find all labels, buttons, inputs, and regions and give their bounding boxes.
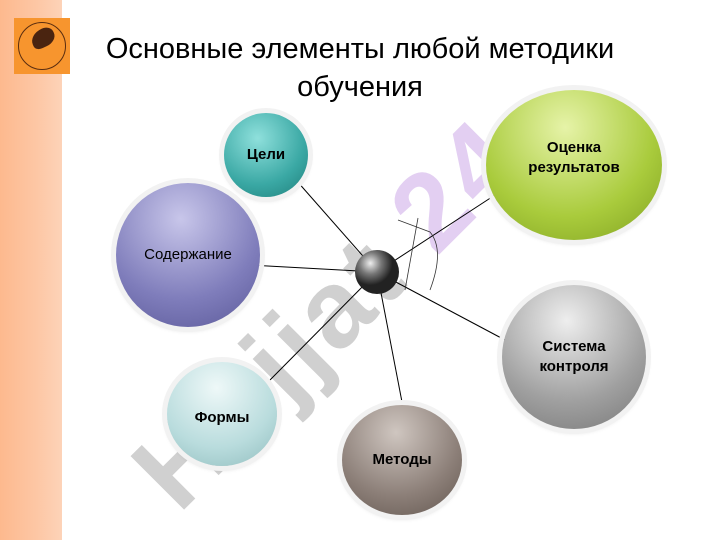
logo-emblem bbox=[18, 22, 66, 70]
slide-title: Основные элементы любой методики обучени… bbox=[60, 30, 660, 106]
hub-sphere bbox=[355, 250, 399, 294]
node-forms: Формы bbox=[167, 362, 277, 466]
title-line-1: Основные элементы любой методики bbox=[105, 33, 615, 65]
line-forms bbox=[269, 271, 378, 381]
line-assessment bbox=[376, 194, 496, 273]
node-control: Система контроля bbox=[502, 285, 646, 429]
node-goals: Цели bbox=[224, 113, 308, 197]
line-control bbox=[376, 271, 506, 341]
node-assessment: Оценка результатов bbox=[486, 90, 662, 240]
node-content: Содержание bbox=[116, 183, 260, 327]
logo bbox=[14, 18, 70, 74]
cursor-sketch bbox=[397, 217, 438, 291]
line-methods bbox=[376, 271, 403, 403]
node-methods: Методы bbox=[342, 405, 462, 515]
side-stripe bbox=[0, 0, 62, 540]
title-line-2: обучения bbox=[297, 71, 423, 103]
